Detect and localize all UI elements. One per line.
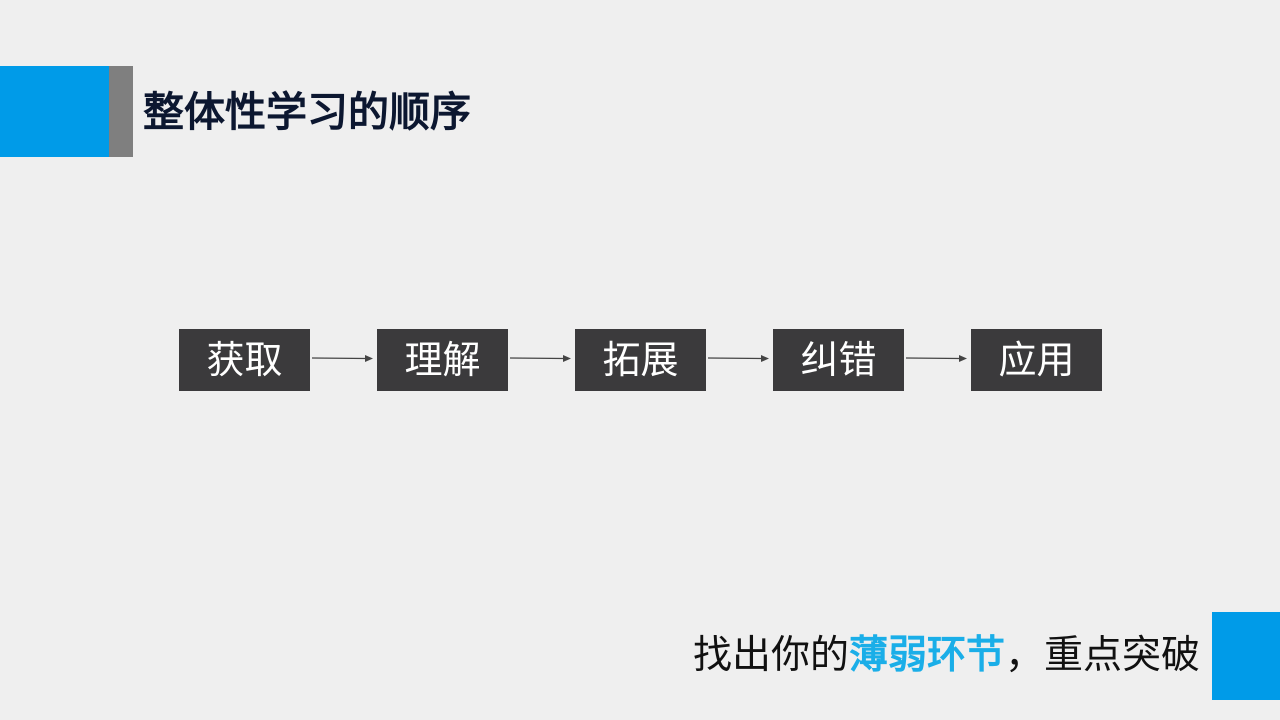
arrow-icon [509,355,571,362]
footer-prefix: 找出你的 [692,633,849,678]
arrow-icon [707,355,769,362]
header-accent-bar-gray [109,66,133,157]
corner-accent-block [1212,612,1280,700]
arrow-icon [905,355,967,362]
footer-caption: 找出你的薄弱环节，重点突破 [693,630,1200,682]
slide-title: 整体性学习的顺序 [143,88,471,136]
flow-step-acquire: 获取 [179,329,310,391]
header-accent-bar-blue [0,66,109,157]
arrow-icon [311,355,373,362]
footer-highlight: 薄弱环节 [848,633,1005,678]
footer-suffix: ，重点突破 [1004,633,1200,678]
flow-step-expand: 拓展 [575,329,706,391]
flow-step-correct: 纠错 [773,329,904,391]
flow-step-understand: 理解 [377,329,508,391]
flow-step-apply: 应用 [971,329,1102,391]
